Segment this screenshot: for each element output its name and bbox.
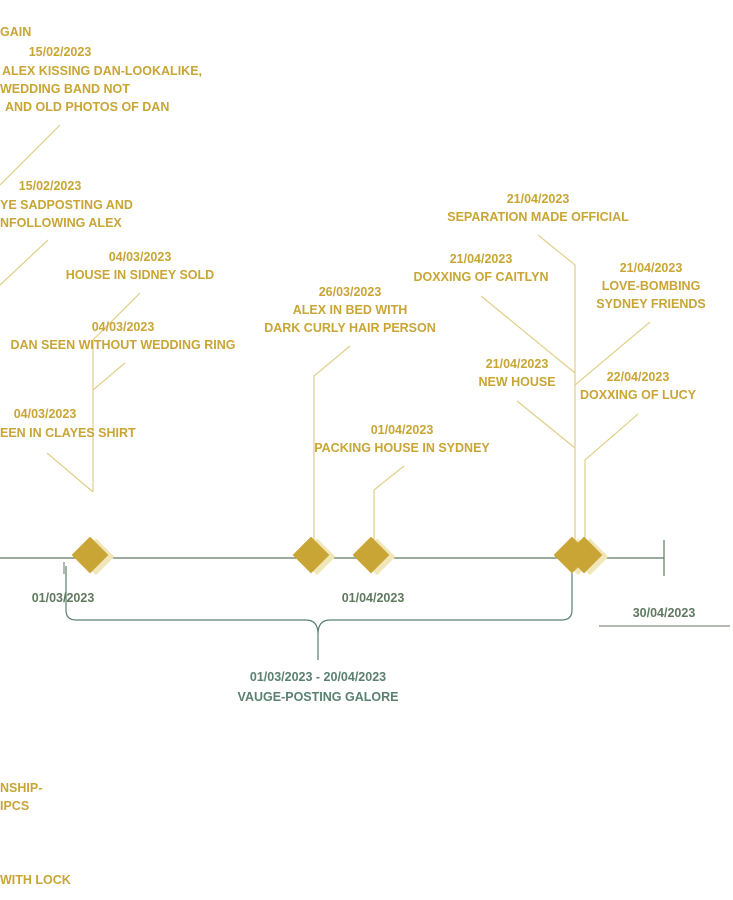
axis-mid-date: 01/04/2023 xyxy=(341,591,405,605)
event-label-e10: 21/04/2023 LOVE-BOMBING SYDNEY FRIENDS xyxy=(596,259,706,313)
connector-e2 xyxy=(0,239,49,286)
fragment-line: NSHIP- xyxy=(0,781,43,795)
event-desc-line: SEPARATION MADE OFFICIAL xyxy=(447,210,629,224)
event-date: 26/03/2023 xyxy=(318,285,382,299)
event-desc-e5: EEN IN CLAYES SHIRT xyxy=(0,424,136,442)
range-bracket xyxy=(65,566,573,660)
event-label-e4: 04/03/2023 DAN SEEN WITHOUT WEDDING RING xyxy=(11,318,236,354)
range-label: 01/03/2023 - 20/04/2023 VAUGE-POSTING GA… xyxy=(238,667,399,707)
event-date: 22/04/2023 xyxy=(606,370,670,384)
event-label-e11: 21/04/2023 NEW HOUSE xyxy=(478,355,555,391)
connector-e11 xyxy=(516,400,576,449)
event-date: 21/04/2023 xyxy=(619,261,683,275)
range-dates: 01/03/2023 - 20/04/2023 xyxy=(249,670,387,684)
event-label-e9: 21/04/2023 DOXXING OF CAITLYN xyxy=(414,250,549,286)
bottom-fragment-1: NSHIP- IPCS xyxy=(0,779,42,815)
event-label-e12: 22/04/2023 DOXXING OF LUCY xyxy=(580,368,696,404)
event-desc-line: HOUSE IN SIDNEY SOLD xyxy=(65,268,215,282)
event-label-e3: 04/03/2023 HOUSE IN SIDNEY SOLD xyxy=(66,248,214,284)
connector-e12 xyxy=(584,413,639,540)
connector-e3 xyxy=(92,292,141,492)
event-date: 21/04/2023 xyxy=(506,192,570,206)
axis-end-date: 30/04/2023 xyxy=(632,606,696,620)
event-desc-line: DOXXING OF CAITLYN xyxy=(413,270,549,284)
connector-e5 xyxy=(46,452,94,493)
fragment-line: WITH LOCK xyxy=(0,873,71,887)
event-desc-line: EEN IN CLAYES SHIRT xyxy=(0,426,136,440)
milestone-diamond-0304[interactable] xyxy=(71,536,115,576)
fragment-line: IPCS xyxy=(0,799,30,813)
event-desc-e1: ALEX KISSING DAN-LOOKALIKE, WEDDING BAND… xyxy=(0,62,203,116)
top-fragment: GAIN xyxy=(0,23,31,41)
event-desc-line: DARK CURLY HAIR PERSON xyxy=(264,321,436,335)
event-desc-e2: YE SADPOSTING AND NFOLLOWING ALEX xyxy=(0,196,133,232)
milestone-diamond-0104[interactable] xyxy=(352,536,396,576)
event-date: 15/02/2023 xyxy=(28,45,92,59)
event-label-e6: 26/03/2023 ALEX IN BED WITH DARK CURLY H… xyxy=(264,283,436,337)
connector-e4 xyxy=(92,362,126,391)
event-desc-line: WEDDING BAND NOT xyxy=(0,82,130,96)
connector-e10 xyxy=(574,321,651,386)
event-date: 15/02/2023 xyxy=(18,179,82,193)
event-desc-line: NFOLLOWING ALEX xyxy=(0,216,122,230)
event-desc-line: DOXXING OF LUCY xyxy=(580,388,696,402)
event-desc-line: AND OLD PHOTOS OF DAN xyxy=(5,100,170,114)
event-desc-line: SYDNEY FRIENDS xyxy=(596,297,706,311)
axis-start-date: 01/03/2023 xyxy=(31,591,95,605)
connector-e8 xyxy=(537,234,576,540)
event-label-e7: 01/04/2023 PACKING HOUSE IN SYDNEY xyxy=(314,421,490,457)
event-desc-line: YE SADPOSTING AND xyxy=(0,198,133,212)
event-desc-line: ALEX IN BED WITH xyxy=(292,303,408,317)
event-desc-line: LOVE-BOMBING xyxy=(601,279,701,293)
event-desc-line: PACKING HOUSE IN SYDNEY xyxy=(314,441,490,455)
connector-e7 xyxy=(373,465,405,540)
event-label-e5: 04/03/2023 xyxy=(14,405,77,423)
event-label-e1: 15/02/2023 xyxy=(29,43,92,61)
event-desc-line: DAN SEEN WITHOUT WEDDING RING xyxy=(10,338,236,352)
event-desc-line: ALEX KISSING DAN-LOOKALIKE, xyxy=(2,64,203,78)
event-label-e2: 15/02/2023 xyxy=(19,177,82,195)
bottom-fragment-2: WITH LOCK xyxy=(0,871,71,889)
connector-e1 xyxy=(0,124,61,186)
event-desc-line: NEW HOUSE xyxy=(478,375,556,389)
event-date: 04/03/2023 xyxy=(13,407,77,421)
connector-lines xyxy=(0,124,651,540)
event-date: 21/04/2023 xyxy=(485,357,549,371)
connector-e6 xyxy=(313,345,351,540)
top-fragment-text: GAIN xyxy=(0,25,32,39)
event-date: 21/04/2023 xyxy=(449,252,513,266)
event-date: 04/03/2023 xyxy=(108,250,172,264)
event-date: 04/03/2023 xyxy=(91,320,155,334)
milestone-diamond-2204[interactable] xyxy=(565,536,609,576)
range-description: VAUGE-POSTING GALORE xyxy=(237,690,399,704)
connector-e9 xyxy=(480,295,576,374)
event-label-e8: 21/04/2023 SEPARATION MADE OFFICIAL xyxy=(447,190,628,226)
milestone-diamond-2603[interactable] xyxy=(292,536,336,576)
event-date: 01/04/2023 xyxy=(370,423,434,437)
